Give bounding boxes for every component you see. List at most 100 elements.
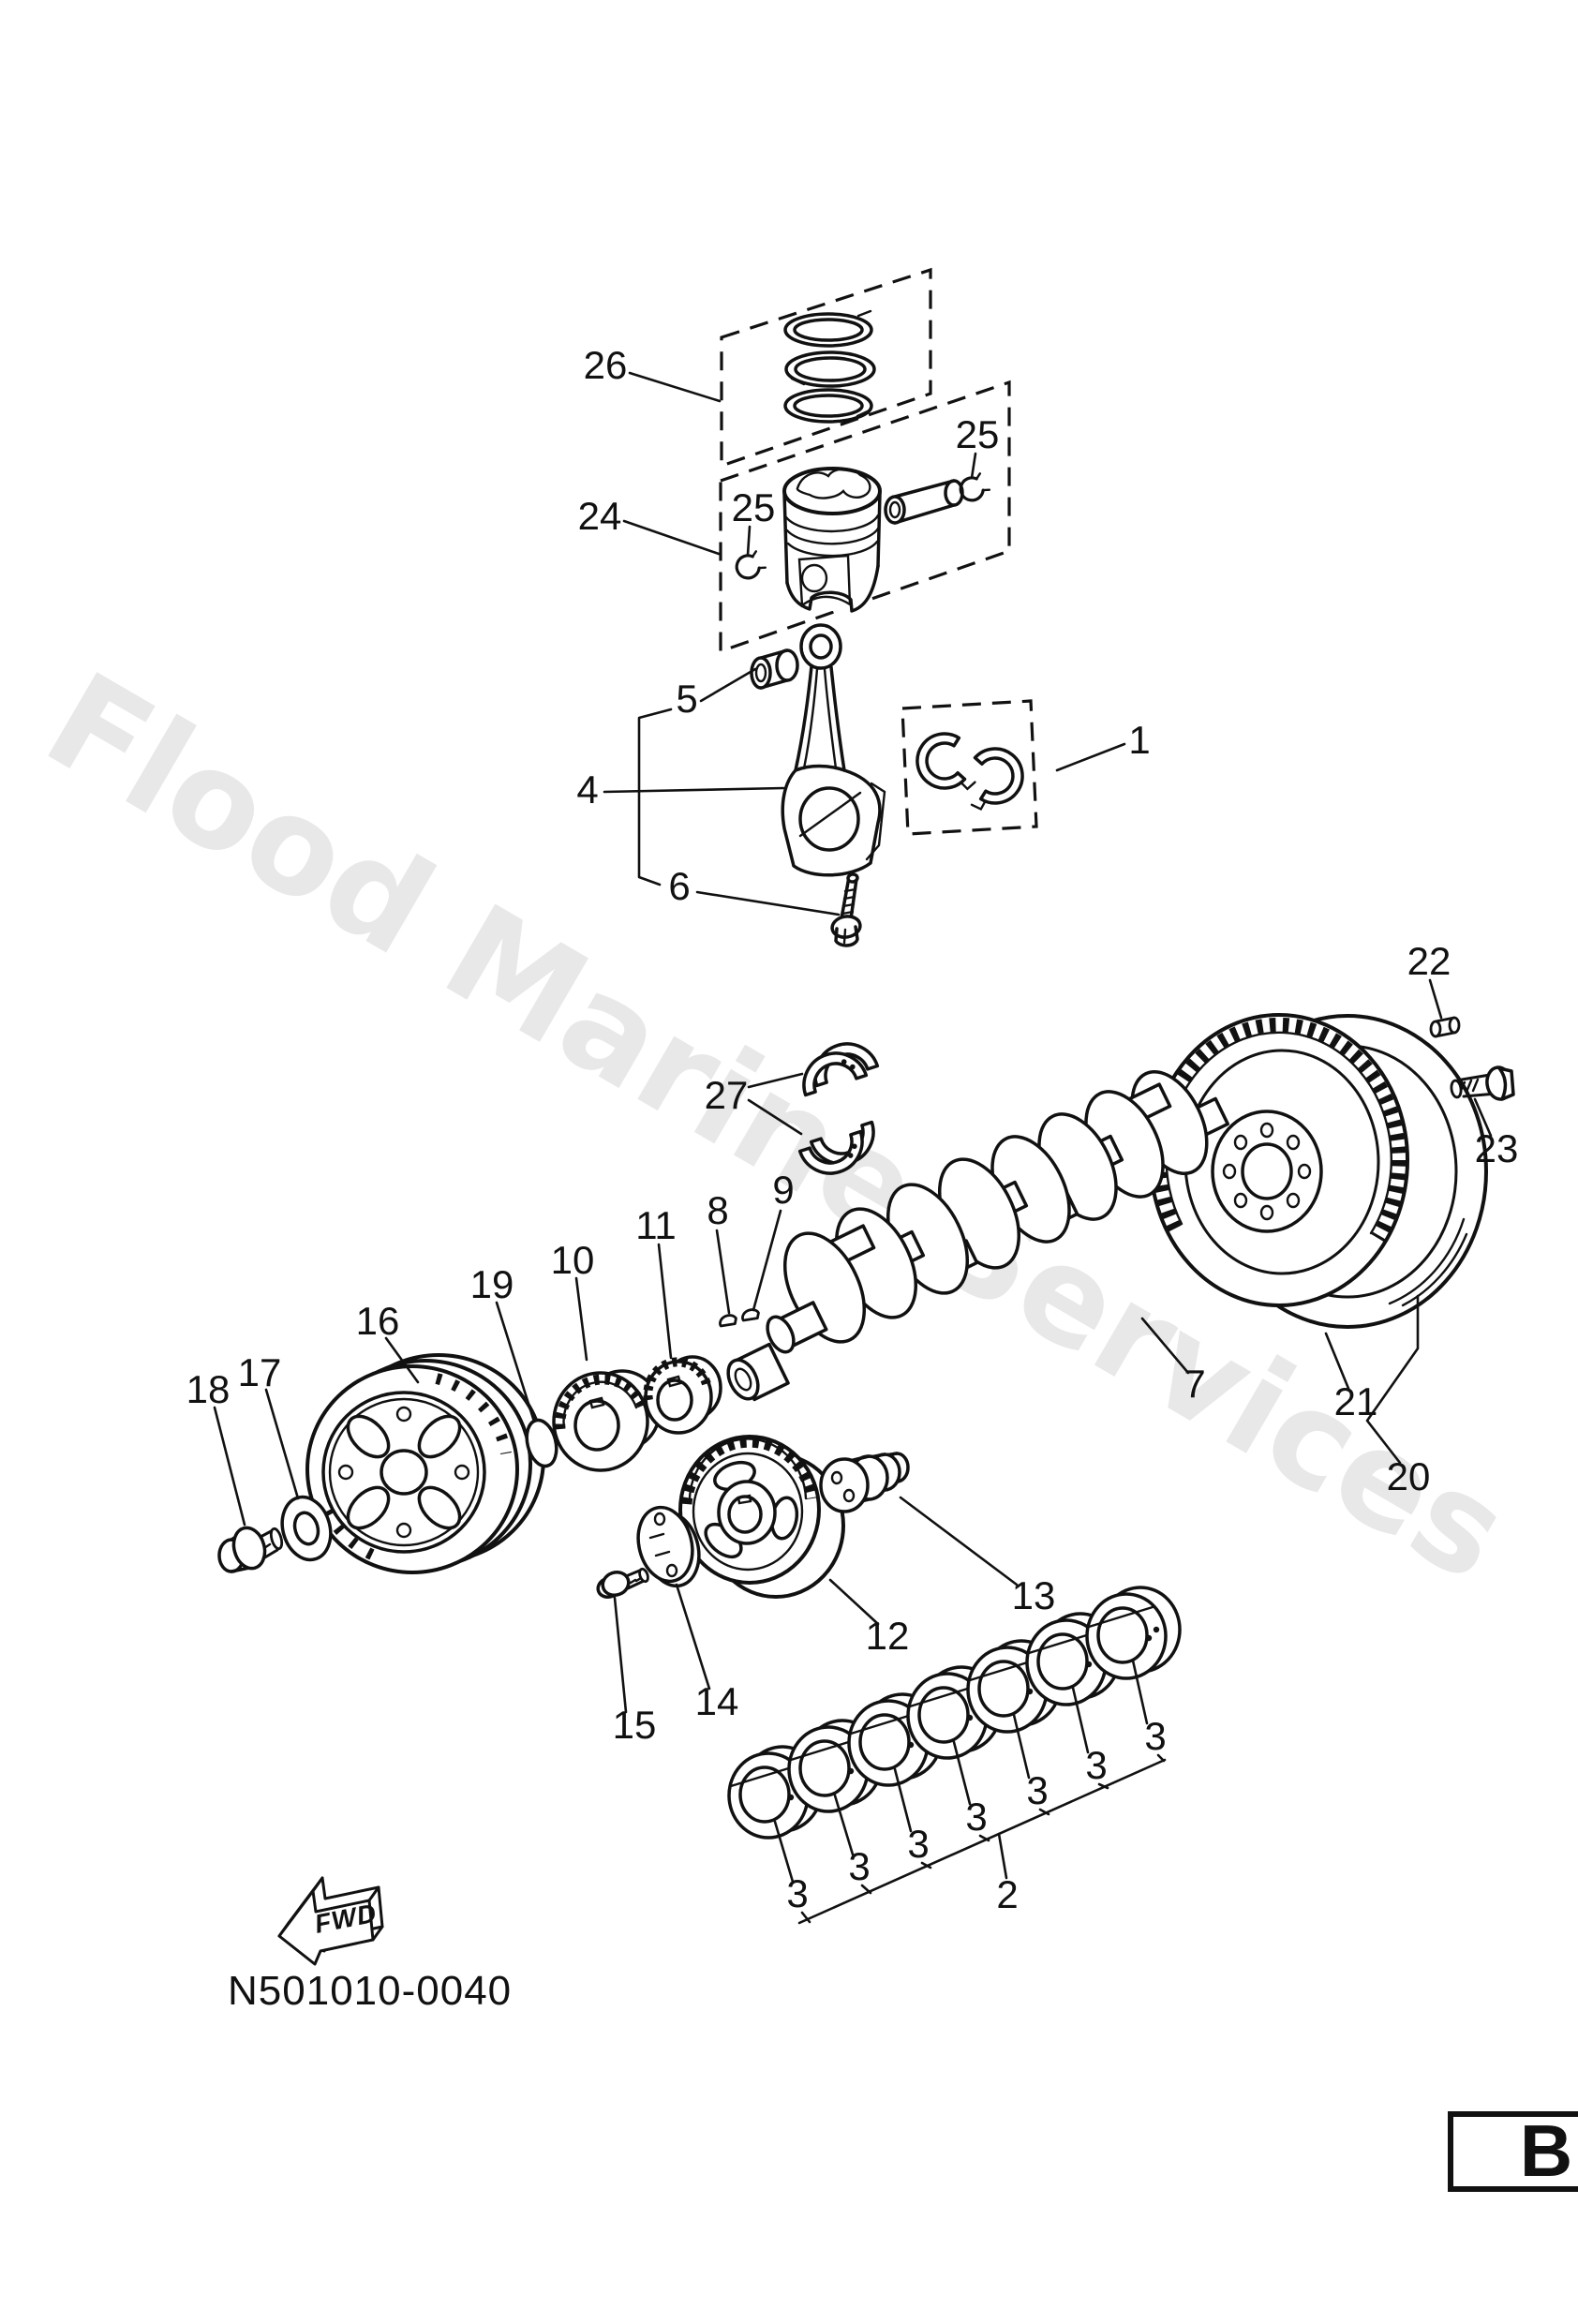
callout-24: 24 <box>578 494 622 538</box>
callout-17: 17 <box>238 1350 282 1394</box>
bracket-line <box>920 1861 932 1870</box>
plate-bolt-drawing <box>596 1567 649 1600</box>
callout-3: 3 <box>1085 1743 1107 1787</box>
leader-line-10 <box>574 1276 588 1362</box>
leader-line-27 <box>747 1098 803 1136</box>
leader-line-3 <box>1131 1659 1149 1725</box>
bracket-line <box>997 1832 1008 1880</box>
callout-3: 3 <box>786 1871 808 1915</box>
callout-9: 9 <box>772 1168 794 1212</box>
bracket-line <box>637 708 673 886</box>
bracket-line <box>1365 1294 1420 1465</box>
plate-drawing <box>636 1505 701 1588</box>
leader-line-3 <box>1071 1686 1090 1754</box>
callout-2: 2 <box>996 1872 1018 1916</box>
callout-25: 25 <box>956 412 1000 456</box>
leader-line-6 <box>695 890 841 916</box>
callout-19: 19 <box>470 1262 514 1306</box>
leader-line-9 <box>752 1209 782 1312</box>
leader-line-27 <box>747 1072 804 1089</box>
drawing-number: N501010-0040 <box>228 1968 512 2014</box>
callout-3: 3 <box>965 1795 987 1839</box>
callout-10: 10 <box>551 1238 595 1282</box>
piston-rings-drawing <box>783 309 876 424</box>
leader-line-11 <box>657 1243 673 1360</box>
callout-14: 14 <box>695 1679 739 1723</box>
callout-12: 12 <box>866 1614 910 1658</box>
gear-drawing <box>643 1355 722 1435</box>
driven-pulley-drawing <box>678 1435 845 1599</box>
leader-line-13 <box>899 1496 1019 1587</box>
leader-line-5 <box>699 667 757 703</box>
callout-8: 8 <box>707 1188 728 1232</box>
leader-line-3 <box>1012 1713 1031 1780</box>
callout-26: 26 <box>584 343 628 387</box>
leader-line-3 <box>833 1794 855 1856</box>
callout-1: 1 <box>1128 718 1150 762</box>
ring-kit-box <box>720 267 932 469</box>
callout-20: 20 <box>1387 1454 1431 1498</box>
leader-line-3 <box>773 1820 795 1884</box>
leader-line-21 <box>1324 1332 1351 1393</box>
leader-line-24 <box>622 519 721 556</box>
rod-bolt-drawing <box>830 872 862 947</box>
leader-line-26 <box>628 371 722 403</box>
leader-line-15 <box>613 1596 628 1714</box>
page-letter-box: B <box>1448 2109 1578 2192</box>
callout-3: 3 <box>1026 1768 1048 1812</box>
rod-bushing-drawing <box>750 648 799 690</box>
callout-7: 7 <box>1184 1362 1205 1406</box>
leader-line-7 <box>1140 1317 1190 1375</box>
leader-line-8 <box>715 1229 731 1315</box>
o-ring-drawing <box>525 1418 558 1468</box>
leader-line-25 <box>970 452 977 480</box>
leader-line-25 <box>746 525 752 557</box>
crank-pulley-drawing <box>305 1353 545 1574</box>
callout-16: 16 <box>356 1299 400 1343</box>
flywheel-drawing <box>1149 1013 1488 1329</box>
callout-22: 22 <box>1407 939 1451 983</box>
circlip-left-drawing <box>731 548 768 584</box>
callout-13: 13 <box>1012 1573 1056 1617</box>
callout-18: 18 <box>186 1367 231 1411</box>
piston-drawing <box>782 467 882 613</box>
connecting-rod-drawing <box>781 623 886 877</box>
leader-line-1 <box>1055 742 1126 772</box>
bracket-line <box>1156 1753 1166 1763</box>
main-bearing-set-drawing <box>727 1586 1182 1840</box>
rod-bearing-shells-drawing <box>916 732 1024 812</box>
callout-11: 11 <box>635 1203 677 1247</box>
bracket-line <box>1038 1808 1050 1816</box>
leader-line-19 <box>495 1301 536 1423</box>
rod-bearing-box <box>901 699 1038 836</box>
bracket-line <box>1097 1782 1109 1790</box>
callout-3: 3 <box>907 1822 929 1866</box>
leader-line-18 <box>213 1406 246 1527</box>
collar-drawing <box>819 1452 910 1513</box>
callout-5: 5 <box>676 677 697 721</box>
leader-line-23 <box>1473 1097 1493 1138</box>
callout-25: 25 <box>732 485 776 529</box>
woodruff-keys-drawing <box>719 1308 760 1328</box>
piston-pin-drawing <box>884 479 964 525</box>
main-bearing-shells-drawing <box>797 1042 880 1175</box>
bracket-line <box>978 1834 990 1842</box>
leader-line-3 <box>893 1767 913 1833</box>
callout-21: 21 <box>1334 1379 1378 1423</box>
bracket-line <box>860 1884 872 1895</box>
callout-27: 27 <box>705 1073 749 1117</box>
fwd-arrow: FWD <box>277 1876 384 1966</box>
leader-line-12 <box>828 1578 880 1626</box>
callout-3: 3 <box>848 1844 870 1888</box>
callout-6: 6 <box>668 864 690 908</box>
leader-line-4 <box>603 786 785 794</box>
callout-4: 4 <box>576 767 598 812</box>
leader-line-22 <box>1428 978 1443 1020</box>
bracket-line <box>800 1911 811 1924</box>
leader-line-17 <box>264 1388 300 1500</box>
page-letter: B <box>1520 2109 1572 2192</box>
leader-line-16 <box>384 1336 420 1384</box>
